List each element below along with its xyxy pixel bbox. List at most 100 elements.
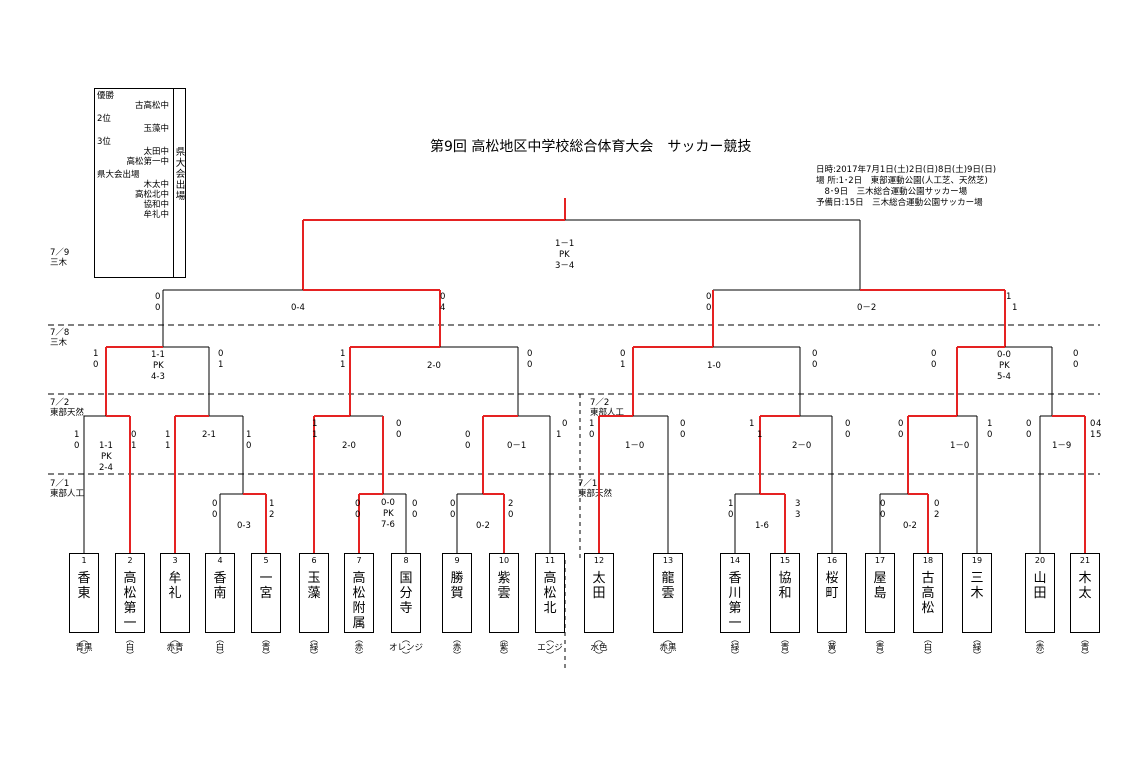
match-score: 1-6 (755, 521, 769, 531)
half-score: 0 (931, 360, 937, 370)
team-box-18: 18 古高松 (913, 553, 943, 633)
team-number: 6 (311, 556, 317, 565)
team-color: ︵白︶ (923, 635, 933, 660)
half-score: 2 (934, 510, 940, 520)
match-score: 0-0 (997, 350, 1011, 360)
legend-item: 玉藻中 (143, 124, 169, 134)
team-color: ︵オレンジ︶ (388, 635, 423, 660)
half-score: 0 (527, 349, 533, 359)
half-score: 1 (1090, 430, 1096, 440)
team-color: ︵黄︶ (827, 635, 837, 660)
team-name: 牟礼 (168, 571, 182, 601)
match-score: 0-2 (476, 521, 490, 531)
half-score: 1 (749, 419, 755, 429)
match-score: 5-4 (997, 372, 1011, 382)
info-line: 日時:2017年7月1日(土)2日(日)8日(土)9日(日) (816, 165, 997, 175)
half-score: 0 (155, 303, 161, 313)
half-score: 0 (898, 419, 904, 429)
half-score: 0 (1073, 360, 1079, 370)
team-name: 玉藻 (307, 571, 321, 601)
match-score: 1-1 (151, 350, 165, 360)
match-score: 1-1 (99, 441, 113, 451)
info-line: 予備日:15日 三木総合運動公園サッカー場 (816, 198, 983, 208)
team-number: 18 (922, 556, 934, 565)
half-score: 1 (218, 360, 224, 370)
team-name: 屋島 (873, 571, 887, 601)
half-score: 0 (880, 499, 886, 509)
half-score: 0 (562, 419, 568, 429)
match-score: 3－4 (555, 261, 575, 271)
team-number: 2 (127, 556, 133, 565)
legend-item: 古高松中 (134, 101, 169, 111)
match-score: 2－0 (792, 441, 812, 451)
team-number: 7 (356, 556, 362, 565)
team-number: 14 (729, 556, 741, 565)
team-name: 木太 (1078, 571, 1092, 601)
half-score: 1 (620, 360, 626, 370)
team-name: 紫雲 (497, 571, 511, 601)
team-number: 1 (81, 556, 87, 565)
half-score: 2 (269, 510, 275, 520)
team-name: 国分寺 (399, 571, 413, 616)
team-color: ︵青︶ (261, 635, 271, 660)
match-score: 1－9 (1052, 441, 1072, 451)
match-score: 1－0 (625, 441, 645, 451)
legend-divider (173, 89, 174, 277)
match-score: 0-4 (291, 303, 305, 313)
half-score: 0 (93, 360, 99, 370)
team-color: ︵水色︶ (590, 635, 608, 660)
match-score: 7-6 (381, 520, 395, 530)
legend-item: 高松北中 (134, 190, 169, 200)
team-name: 龍雲 (661, 571, 675, 601)
half-score: 0 (934, 499, 940, 509)
team-number: 12 (593, 556, 605, 565)
team-name: 高松第一 (123, 571, 137, 631)
half-score: 0 (412, 499, 418, 509)
half-score: 0 (465, 441, 471, 451)
half-score: 0 (1073, 349, 1079, 359)
team-name: 香東 (77, 571, 91, 601)
half-score: 0 (527, 360, 533, 370)
half-score: 1 (165, 430, 171, 440)
team-color: ︵紫︶ (499, 635, 509, 660)
legend-item: 木太中 (143, 180, 169, 190)
half-score: 0 (450, 510, 456, 520)
team-name: 三木 (970, 571, 984, 601)
team-name: 古高松 (921, 571, 935, 616)
match-score: PK (153, 361, 164, 371)
team-number: 15 (779, 556, 791, 565)
legend-item: 牟礼中 (143, 210, 169, 220)
half-score: 1 (340, 349, 346, 359)
half-score: 1 (589, 419, 595, 429)
team-name: 高松附属 (352, 571, 366, 631)
half-score: 0 (508, 510, 514, 520)
match-score: 0-3 (237, 521, 251, 531)
info-line: 場 所:1･2日 東部運動公園(人工芝、天然芝) (816, 176, 988, 186)
half-score: 0 (680, 430, 686, 440)
half-score: 0 (218, 349, 224, 359)
team-box-12: 12 太田 (584, 553, 614, 633)
half-score: 1 (312, 419, 318, 429)
team-color: ︵赤︶ (354, 635, 364, 660)
half-score: 1 (269, 499, 275, 509)
match-score: 1－1 (555, 239, 575, 249)
half-score: 4 (440, 303, 446, 313)
team-color: ︵緑︶ (972, 635, 982, 660)
team-number: 4 (217, 556, 223, 565)
team-box-1: 1 香東 (69, 553, 99, 633)
team-name: 太田 (592, 571, 606, 601)
half-score: 1 (74, 430, 80, 440)
